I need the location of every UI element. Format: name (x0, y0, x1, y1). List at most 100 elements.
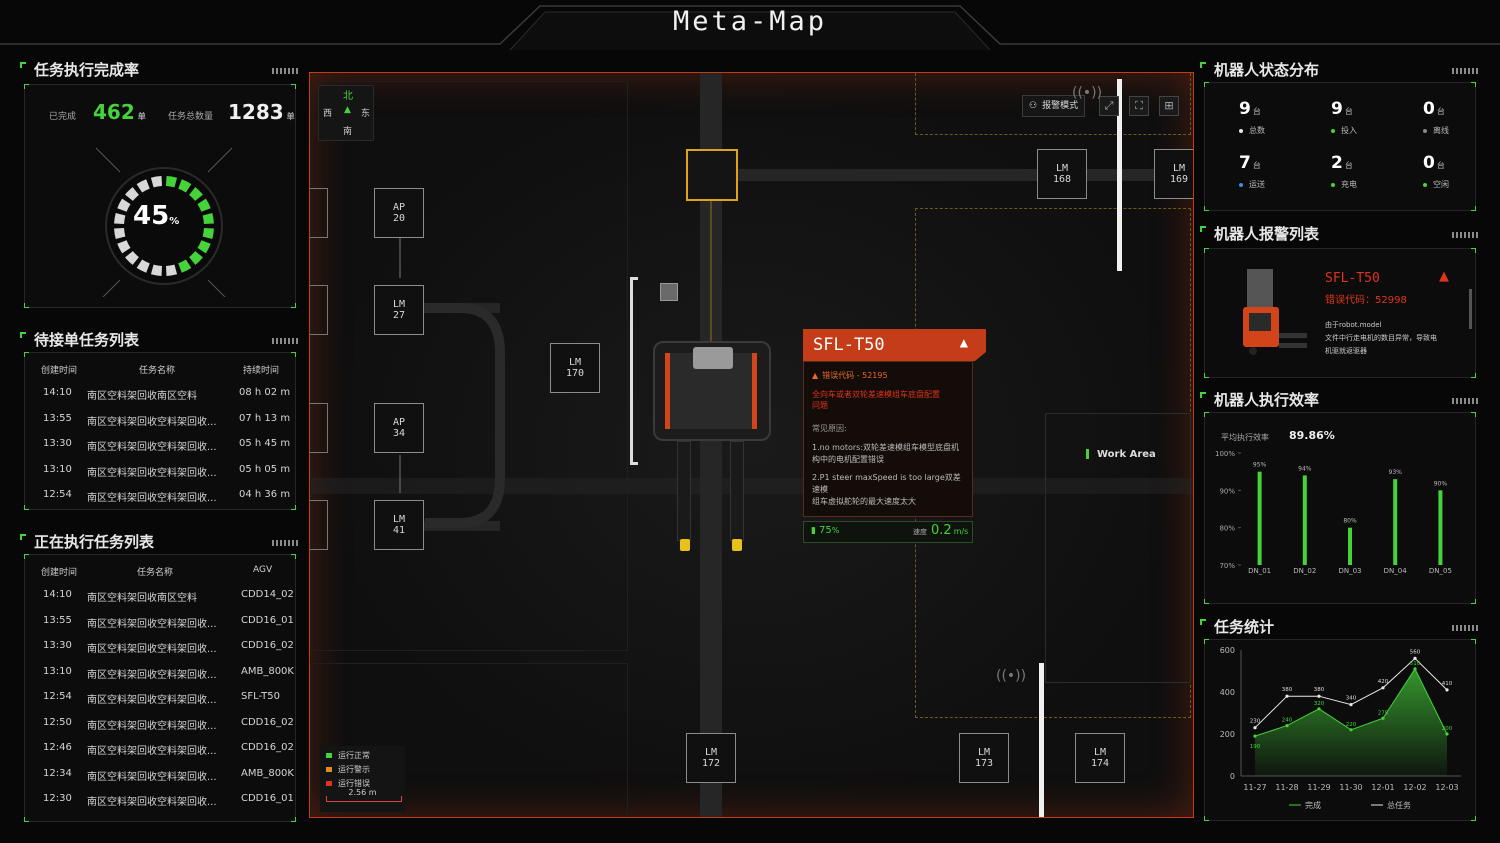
alarm-mode-icon: ⚇ (1029, 101, 1038, 111)
alarm-mode-button[interactable]: ⚇报警模式 (1022, 95, 1086, 117)
bar-value-label: 80% (1343, 518, 1357, 525)
battery-readout: ▮75% (811, 525, 840, 536)
grid-view-icon[interactable]: ⊞ (1159, 96, 1179, 116)
series-point-done (1349, 728, 1353, 732)
status-dot (1331, 182, 1335, 187)
gauge-segment (189, 251, 203, 265)
series-point-done (1381, 716, 1385, 720)
x-tick-label: DN_03 (1338, 567, 1361, 575)
robot-alert-popup[interactable]: SFL-T50▲ ▲错误代码 - 52195 全向车或者双轮差速模组车底盘配置问… (803, 329, 986, 543)
status-count: 0 (1423, 99, 1435, 119)
scrollbar[interactable] (1469, 289, 1472, 329)
bar (1302, 475, 1307, 565)
efficiency-panel: 机器人执行效率 平均执行效率 89.86% 100%90%80%70%95%DN… (1200, 388, 1480, 606)
gauge-segment (178, 259, 192, 273)
gauge-segment (197, 198, 211, 212)
gauge-segment (117, 198, 131, 212)
data-label-done: 275 (1378, 710, 1389, 716)
gauge-segment (202, 227, 214, 240)
obstacle (660, 283, 678, 301)
gauge-segment (125, 187, 139, 201)
y-tick-label: 80% (1219, 525, 1235, 533)
row-extra: SFL-T50 (241, 691, 281, 702)
y-tick-label: 100% (1215, 450, 1235, 458)
alert-message: 全向车或者双轮差速模组车底盘配置问题 (812, 390, 940, 410)
gauge-segment (125, 251, 139, 265)
avg-efficiency-value: 89.86% (1289, 429, 1335, 442)
x-tick-label: 11-29 (1307, 783, 1330, 792)
status-label: 空闲 (1433, 180, 1449, 189)
gauge-tick (207, 279, 226, 297)
row-time: 13:30 (43, 438, 72, 449)
row-time: 12:54 (43, 489, 72, 500)
battery-icon: ▮ (811, 526, 816, 536)
row-time: 12:50 (43, 716, 72, 728)
robot-body[interactable] (653, 341, 771, 441)
gauge-tick (102, 279, 121, 297)
bar (1393, 479, 1398, 565)
bar-value-label: 94% (1298, 465, 1312, 472)
executing-title: 正在执行任务列表 (34, 533, 155, 551)
x-tick-label: 12-01 (1371, 783, 1394, 792)
zoom-fit-icon[interactable]: ⤢ (1099, 96, 1119, 116)
fullscreen-icon[interactable]: ⛶ (1129, 96, 1149, 116)
col-agv: AGV (253, 565, 273, 575)
row-task: 南区空料架回收南区空料 (87, 593, 197, 604)
status-dot (1239, 128, 1243, 133)
forklift-icon (1243, 269, 1307, 355)
status-label: 离线 (1433, 126, 1449, 135)
reason-title: 常见原因: (812, 424, 847, 433)
status-count: 2 (1331, 153, 1343, 173)
y-tick-label: 600 (1220, 646, 1235, 655)
target-marker[interactable] (686, 149, 738, 201)
y-tick-label: 70% (1219, 562, 1235, 570)
total-label: 任务总数量 (168, 112, 214, 122)
wall-segment (630, 277, 638, 465)
row-time: 13:10 (43, 665, 72, 677)
compass[interactable]: 北 南 西 东 ▲ (318, 85, 374, 141)
row-task: 南区空料架回收空料架回收... (87, 416, 217, 428)
gauge-segment (202, 212, 214, 225)
reason-2: 2.P1 steer maxSpeed is too large双差速模组车虚拟… (812, 473, 961, 506)
x-tick-label: DN_01 (1248, 567, 1271, 575)
gauge-segment (117, 240, 131, 254)
gauge-segment (114, 227, 126, 240)
